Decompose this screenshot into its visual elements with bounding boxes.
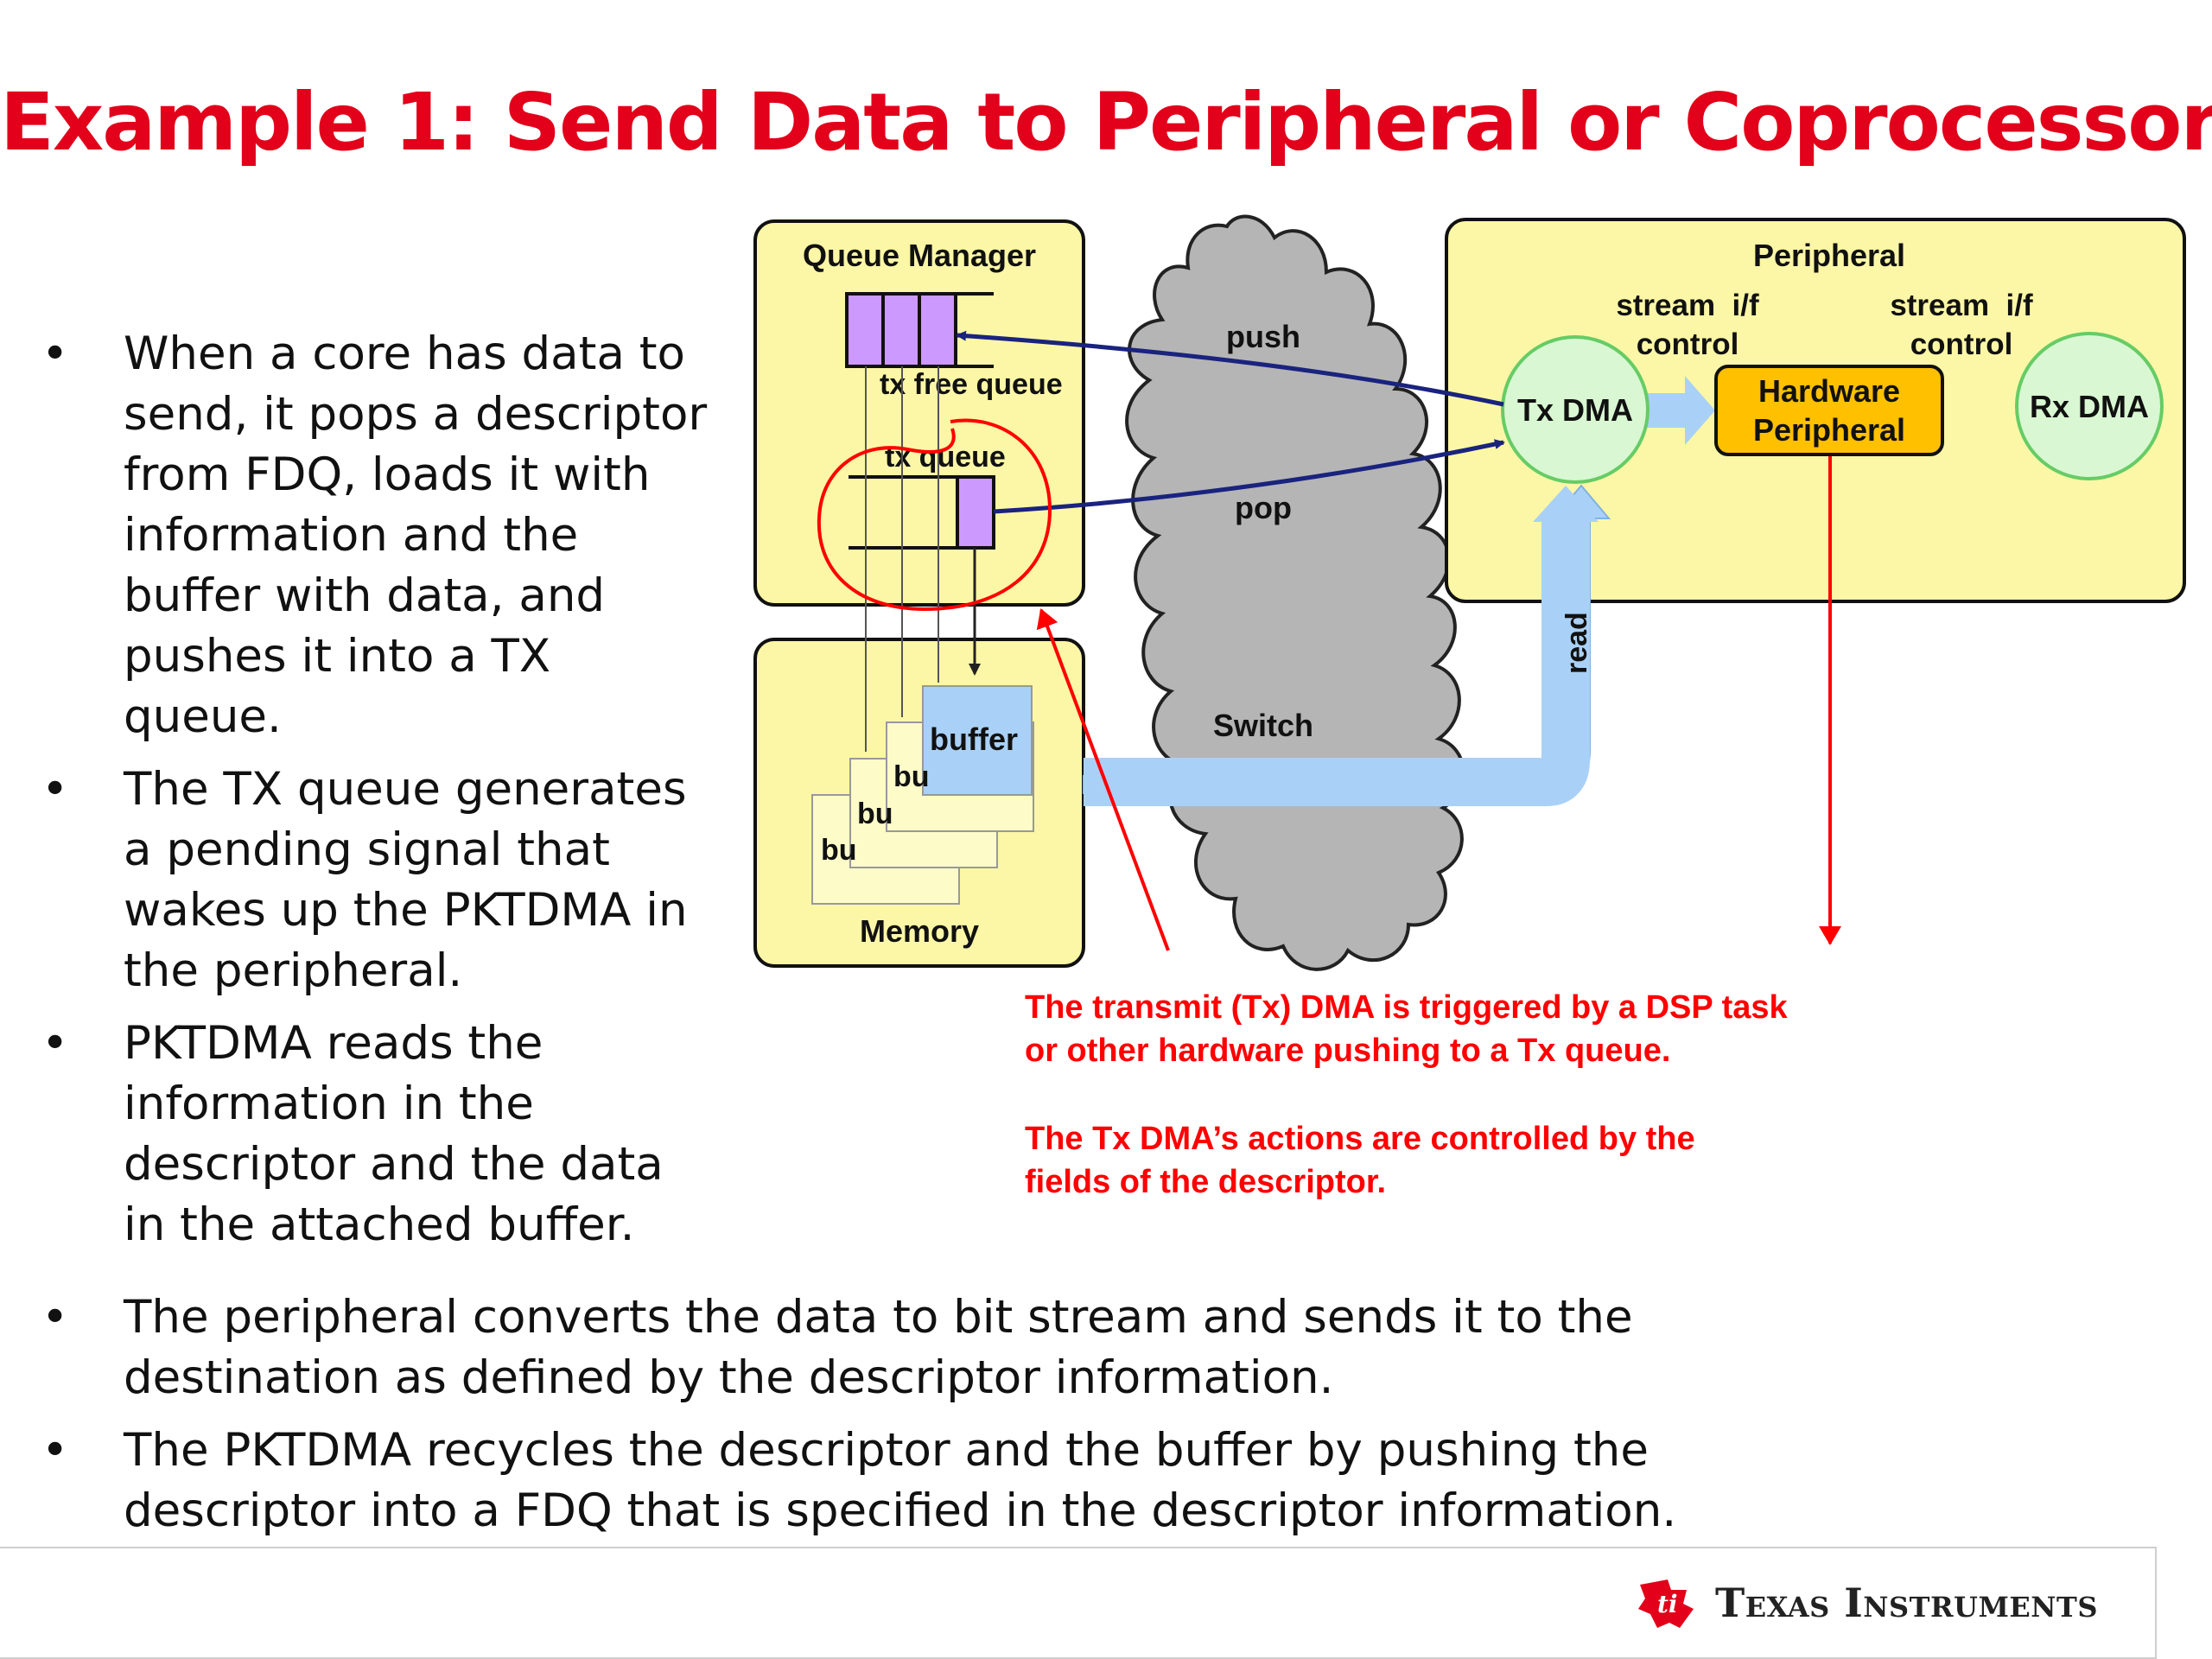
rx-dma-node — [2015, 332, 2164, 480]
footer-bar — [0, 1547, 2157, 1659]
hardware-peripheral-label: Hardware — [1758, 373, 1900, 409]
switch-label: Switch — [1213, 708, 1313, 743]
hardware-peripheral-label: Peripheral — [1753, 412, 1905, 448]
tx-free-queue — [845, 292, 994, 368]
tx-queue-label: tx queue — [885, 441, 1006, 474]
slide-title: Example 1: Send Data to Peripheral or Co… — [0, 76, 2212, 168]
push-arrow — [956, 330, 1504, 407]
bullet-list-top: • When a core has data to send, it pops … — [41, 324, 715, 1268]
bullet-dot-icon: • — [41, 1424, 69, 1477]
peripheral-title: Peripheral — [1753, 238, 1905, 273]
pop-arrow — [993, 439, 1505, 514]
control-left-label: control — [1637, 327, 1739, 361]
bullet-item: • The TX queue generates a pending signa… — [41, 760, 715, 1001]
bullet-dot-icon: • — [41, 1017, 69, 1070]
bullet-text: The peripheral converts the data to bit … — [124, 1291, 1633, 1404]
annotation-text: The transmit (Tx) DMA is triggered by a … — [1025, 989, 1789, 1026]
pop-label: pop — [1235, 490, 1292, 525]
highlight-circle — [817, 418, 1052, 612]
tx-queue — [849, 475, 995, 550]
partial-buffer-label: bu — [857, 798, 893, 830]
buffer-label: buffer — [930, 721, 1018, 757]
ti-logo-icon: ti — [1638, 1580, 1694, 1628]
annotation-arrow-tx-queue — [1036, 608, 1170, 951]
bullet-text: When a core has data to send, it pops a … — [124, 327, 708, 743]
push-label: push — [1226, 319, 1300, 354]
control-right-label: control — [1910, 327, 2013, 361]
bullet-item: • The PKTDMA recycles the descriptor and… — [41, 1421, 1735, 1541]
buffer-stack — [811, 685, 1034, 905]
memory-title: Memory — [860, 913, 979, 949]
svg-text:ti: ti — [1657, 1590, 1678, 1618]
annotation-text: fields of the descriptor. — [1025, 1164, 1386, 1200]
hardware-peripheral-box — [1714, 365, 1944, 456]
tx-dma-label: Tx DMA — [1517, 392, 1633, 428]
queue-manager-title: Queue Manager — [803, 238, 1036, 273]
read-label: read — [1560, 612, 1593, 674]
annotation-text: or other hardware pushing to a Tx queue. — [1025, 1033, 1670, 1069]
stream-if-left-label: stream i/f — [1616, 289, 1759, 322]
partial-buffer-label: bu — [893, 760, 930, 793]
tx-to-hw-arrow — [1646, 376, 1715, 445]
bullet-item: • PKTDMA reads the information in the de… — [41, 1014, 715, 1255]
company-name: Texas Instruments — [1715, 1580, 2098, 1626]
tx-dma-node — [1501, 335, 1649, 484]
bullet-dot-icon: • — [41, 763, 69, 816]
bullet-text: The TX queue generates a pending signal … — [124, 763, 688, 997]
stream-if-right-label: stream i/f — [1890, 289, 2033, 322]
tx-free-queue-label: tx free queue — [880, 368, 1063, 401]
bullet-list-bottom: • The peripheral converts the data to bi… — [41, 1287, 1735, 1554]
descriptor-links — [865, 366, 981, 752]
annotation-text: The Tx DMA’s actions are controlled by t… — [1025, 1121, 1695, 1157]
bullet-text: The PKTDMA recycles the descriptor and t… — [124, 1424, 1677, 1537]
rx-dma-label: Rx DMA — [2030, 389, 2149, 424]
bullet-text: PKTDMA reads the information in the desc… — [124, 1017, 664, 1251]
bullet-item: • When a core has data to send, it pops … — [41, 324, 715, 747]
bullet-dot-icon: • — [41, 327, 69, 380]
partial-buffer-label: bu — [821, 834, 857, 867]
bullet-item: • The peripheral converts the data to bi… — [41, 1287, 1735, 1408]
bullet-dot-icon: • — [41, 1291, 69, 1344]
